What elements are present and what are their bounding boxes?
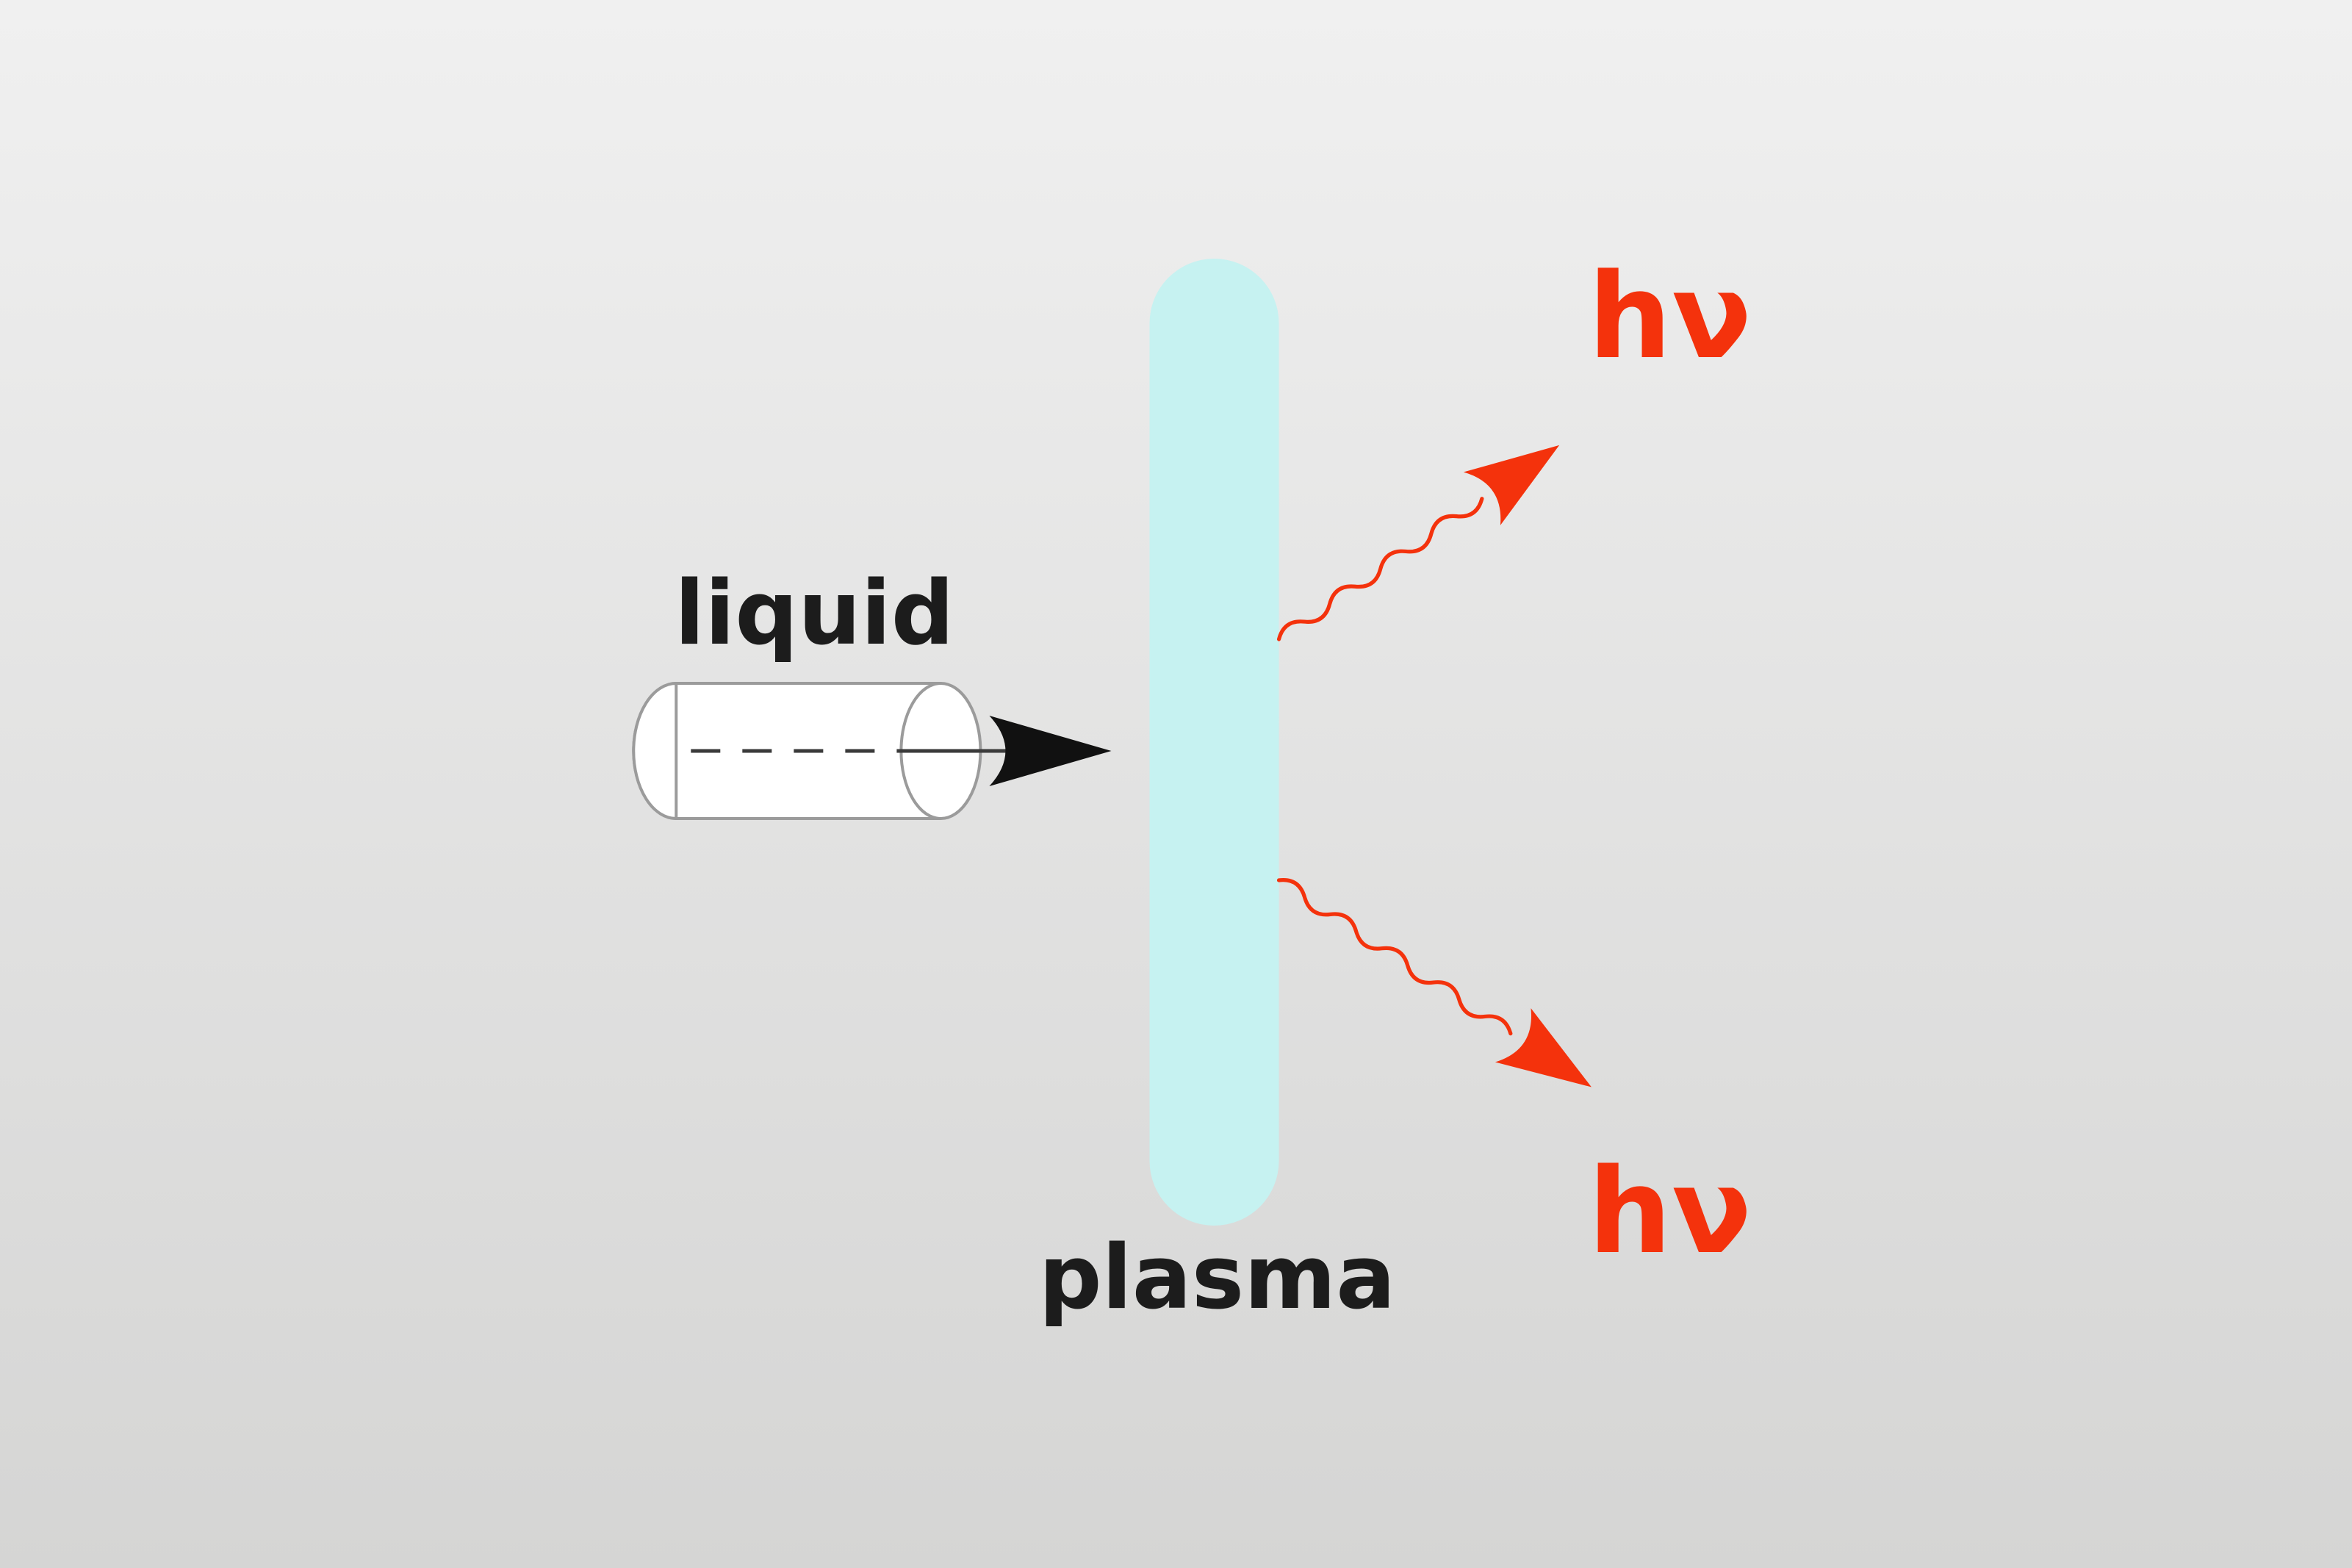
photon-label-bottom: hν [1588, 1143, 1752, 1280]
plasma-label: plasma [1039, 1227, 1396, 1329]
cylinder-left-cap [632, 681, 678, 821]
photon-emission-top [1276, 445, 1560, 641]
liquid-jet-cylinder [632, 681, 1112, 821]
flow-arrow-icon [989, 716, 1112, 786]
photon-emission-bottom [1276, 878, 1592, 1087]
photon-arrow-top-icon [1463, 445, 1560, 525]
plasma-column [1149, 259, 1279, 1226]
photon-arrow-bottom-icon [1495, 1008, 1592, 1087]
photon-wave-bottom [1276, 878, 1513, 1036]
photon-wave-top [1276, 497, 1484, 641]
liquid-label: liquid [675, 563, 954, 665]
photon-label-top: hν [1588, 248, 1752, 385]
